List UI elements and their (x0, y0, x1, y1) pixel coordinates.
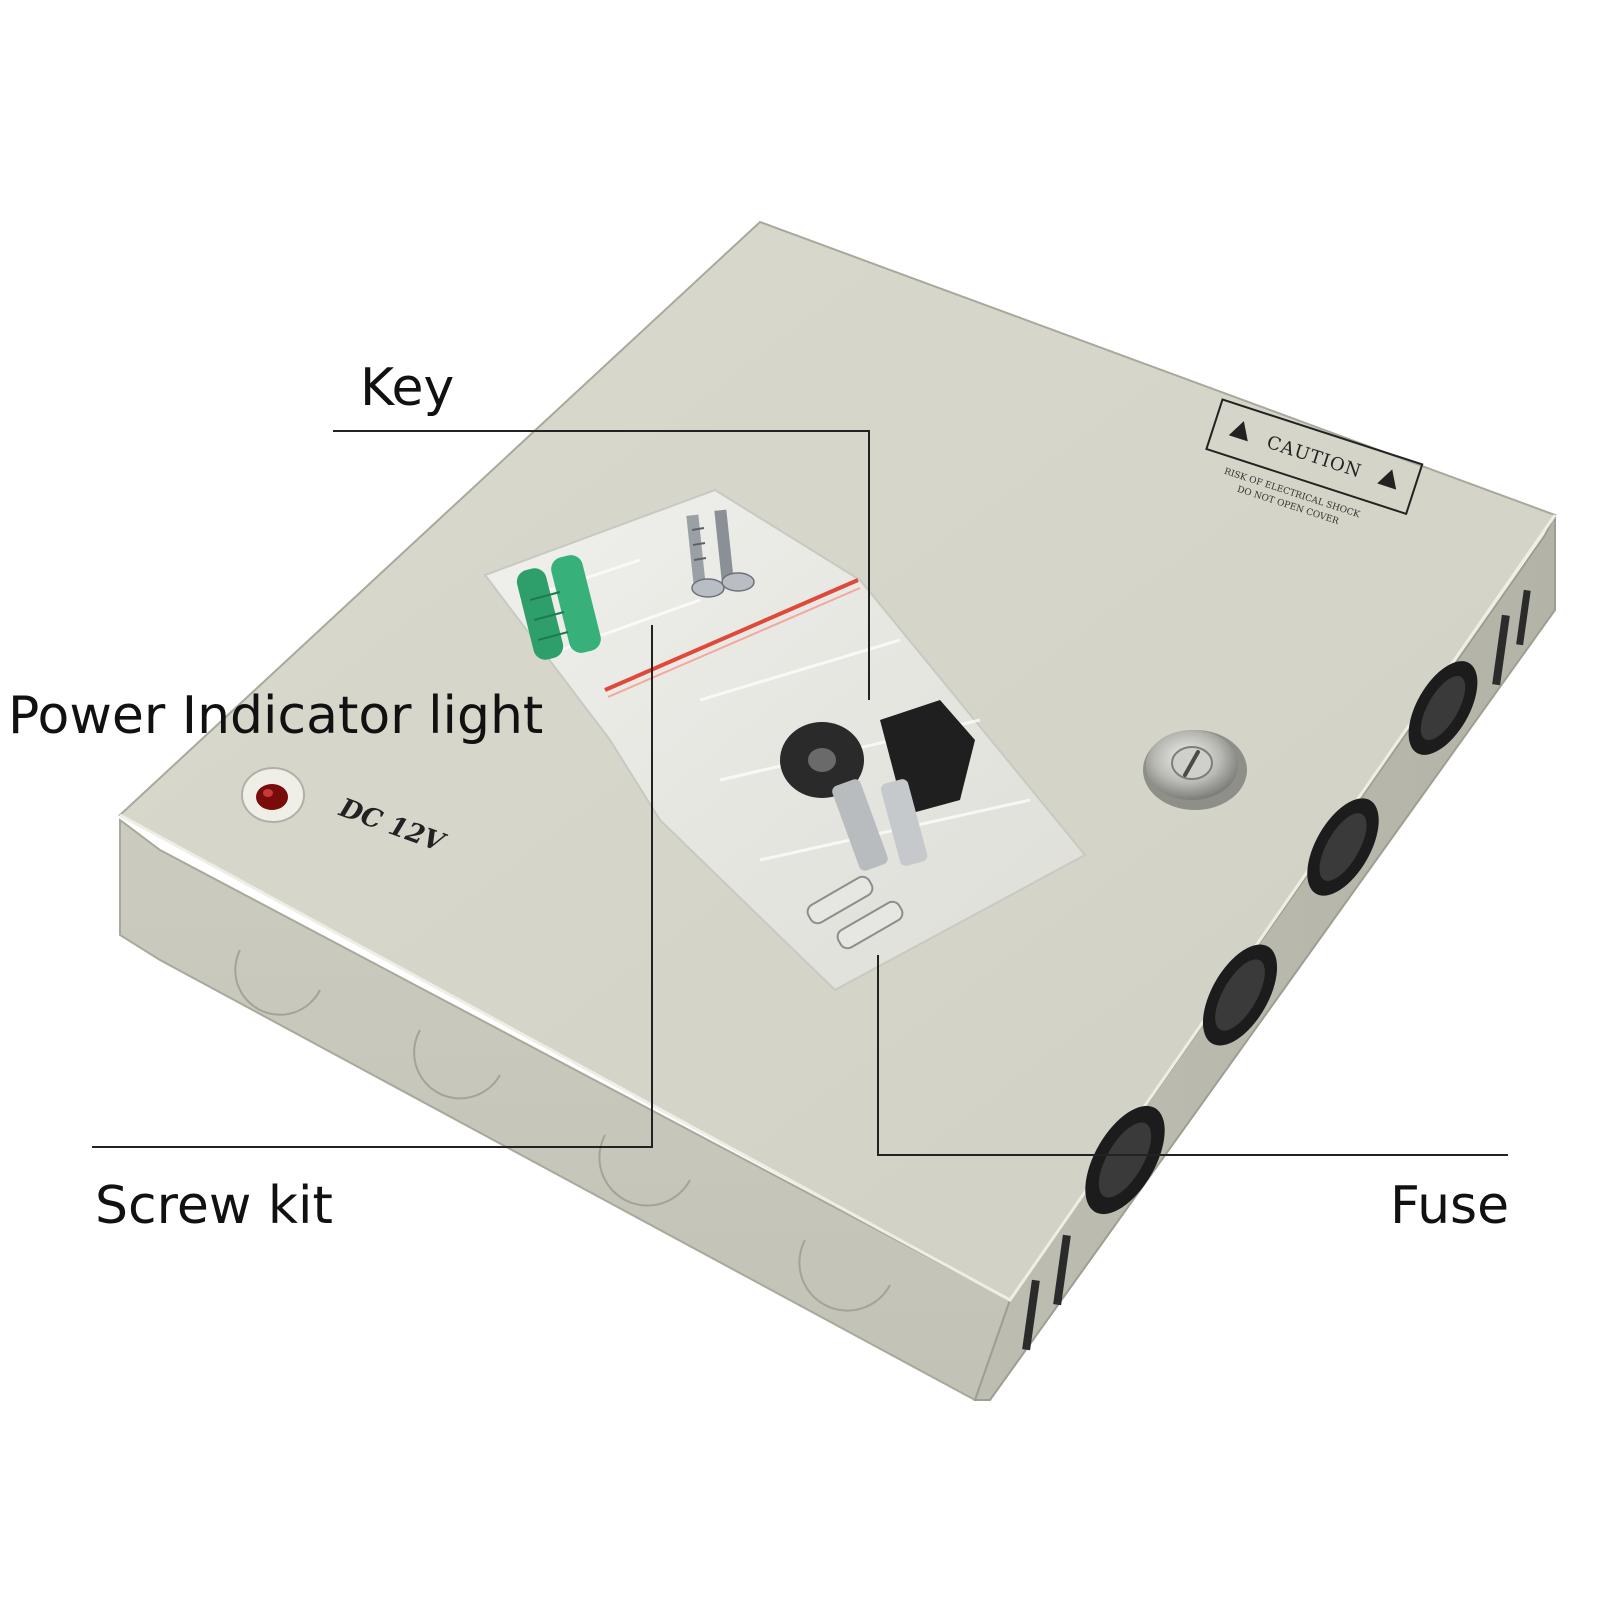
callout-screw-kit-label: Screw kit (95, 1176, 333, 1236)
caution-label: CAUTION RISK OF ELECTRICAL SHOCK DO NOT … (1205, 398, 1424, 527)
callout-fuse-label: Fuse (1390, 1176, 1510, 1236)
callout-line-screw (92, 625, 653, 1148)
lock-icon (1143, 730, 1247, 810)
power-indicator-icon (241, 767, 305, 823)
accessory-bag (483, 488, 1087, 992)
keys-icon (780, 700, 975, 871)
callout-line-key (333, 430, 870, 700)
callout-key-label: Key (360, 358, 455, 418)
fuses-icon (806, 875, 904, 950)
wall-anchors-icon (516, 555, 601, 660)
screws-icon (686, 509, 755, 598)
vent-slots (1022, 589, 1531, 1351)
callout-line-fuse (877, 955, 1508, 1156)
front-knockouts (234, 949, 891, 1312)
cable-ports (1085, 661, 1478, 1215)
box-front-edge (119, 514, 1557, 1302)
callout-power-indicator-label: Power Indicator light (8, 686, 544, 746)
callout-lines (92, 430, 1508, 1156)
